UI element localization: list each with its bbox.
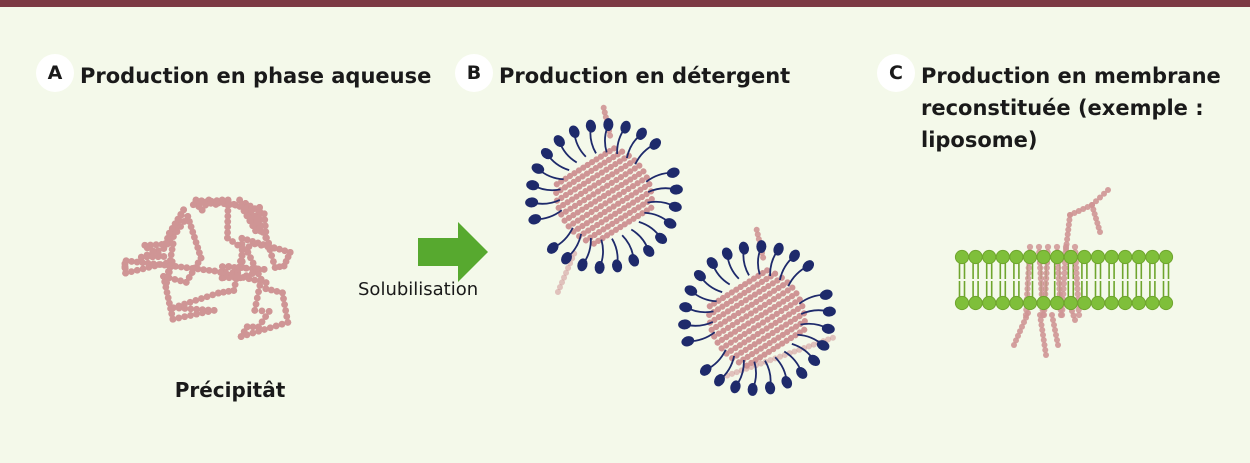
precipitate-caption: Précipitât <box>174 378 286 402</box>
panel-c-title: C Production en membrane reconstituée (e… <box>877 54 1227 156</box>
arrow-right-icon <box>418 222 488 282</box>
panel-a-title: A Production en phase aqueuse <box>36 54 432 92</box>
detergent-micelle-icon <box>678 226 836 396</box>
panel-b-title-text: Production en détergent <box>499 64 791 88</box>
panel-b-title: B Production en détergent <box>455 54 791 92</box>
liposome-bilayer-icon <box>954 187 1174 358</box>
top-border <box>0 0 1250 7</box>
panel-c-title-text: Production en membrane reconstituée (exe… <box>921 64 1221 152</box>
detergent-micelle-icon <box>525 104 683 295</box>
panel-c-badge: C <box>877 54 915 92</box>
panel-a-title-text: Production en phase aqueuse <box>80 64 432 88</box>
panel-b-badge: B <box>455 54 493 92</box>
panel-a-badge: A <box>36 54 74 92</box>
protein-aggregate-icon <box>121 196 294 340</box>
solubilisation-label: Solubilisation <box>358 279 479 300</box>
